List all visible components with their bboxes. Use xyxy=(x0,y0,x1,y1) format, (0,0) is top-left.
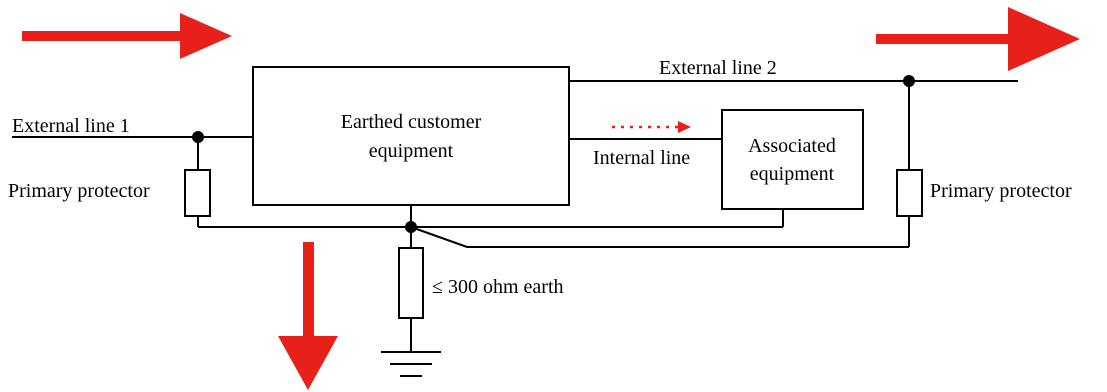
earthed-customer-equipment xyxy=(252,66,570,206)
ground-symbol-icon xyxy=(381,351,441,377)
internal-line-label: Internal line xyxy=(593,147,690,169)
primary-protector-right xyxy=(896,169,923,217)
earth-resistance-label: ≤ 300 ohm earth xyxy=(432,276,564,298)
external-line-1-label: External line 1 xyxy=(12,115,130,137)
earthed-equipment-label-1: Earthed customer xyxy=(341,111,482,133)
primary-protector-right-label: Primary protector xyxy=(930,180,1072,202)
earth-current-arrow xyxy=(278,242,338,390)
internal-signal-arrow xyxy=(612,121,691,133)
primary-protector-left-label: Primary protector xyxy=(8,180,150,202)
earthed-equipment-label-2: equipment xyxy=(369,140,454,162)
right-earth-return xyxy=(410,226,909,248)
primary-protector-left xyxy=(184,169,211,217)
associated-equipment-label-1: Associated xyxy=(748,135,836,157)
outgoing-arrow xyxy=(876,7,1080,71)
external-line-2-label: External line 2 xyxy=(659,57,777,79)
associated-equipment xyxy=(721,109,864,210)
associated-equipment-label-2: equipment xyxy=(750,163,835,185)
incoming-arrow xyxy=(22,13,232,59)
earth-resistor xyxy=(398,247,424,319)
